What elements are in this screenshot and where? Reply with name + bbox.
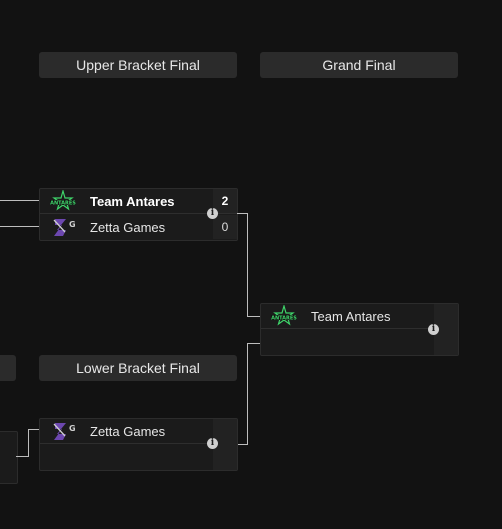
match-team-row[interactable] [40, 445, 237, 469]
round-title: Lower Bracket Final [76, 360, 200, 376]
team-name: Zetta Games [90, 219, 166, 235]
svg-text:ANTARES: ANTARES [50, 200, 76, 206]
team-name: Zetta Games [90, 423, 166, 439]
svg-text:G: G [69, 424, 75, 433]
round-title: Grand Final [322, 57, 396, 73]
zetta-logo-icon: G [48, 419, 78, 443]
round-title: Upper Bracket Final [76, 57, 200, 73]
connector-line [28, 429, 29, 457]
match-grand-final[interactable]: ANTARES Team Antares i [260, 303, 459, 356]
info-icon[interactable]: i [207, 208, 218, 219]
match-lower-final[interactable]: G Zetta Games i [39, 418, 238, 471]
team-name: Team Antares [311, 308, 391, 324]
row-divider [40, 213, 237, 214]
connector-line [247, 343, 248, 445]
connector-line [237, 213, 247, 214]
round-header-lower-final: Lower Bracket Final [39, 355, 237, 381]
connector-line [247, 316, 260, 317]
connector-line [237, 444, 247, 445]
round-header-grand-final: Grand Final [260, 52, 458, 78]
svg-text:G: G [69, 220, 75, 229]
zetta-logo-icon: G [48, 215, 78, 239]
round-header-upper-final: Upper Bracket Final [39, 52, 237, 78]
round-header-partial [0, 355, 16, 381]
info-icon[interactable]: i [428, 324, 439, 335]
connector-line [0, 200, 39, 201]
info-icon[interactable]: i [207, 438, 218, 449]
antares-logo-icon: ANTARES [48, 189, 78, 213]
match-team-row[interactable]: ANTARES Team Antares [261, 304, 458, 328]
connector-line [0, 226, 39, 227]
team-name: Team Antares [90, 193, 175, 209]
match-team-row[interactable]: ANTARES Team Antares 2 [40, 189, 237, 213]
match-team-row[interactable]: G Zetta Games [40, 419, 237, 443]
match-partial[interactable] [0, 431, 18, 484]
connector-line [16, 456, 28, 457]
match-upper-final[interactable]: ANTARES Team Antares 2 G Zetta Games 0 i [39, 188, 238, 241]
connector-line [247, 343, 260, 344]
row-divider [261, 328, 458, 329]
antares-logo-icon: ANTARES [269, 304, 299, 328]
connector-line [28, 429, 39, 430]
match-team-row[interactable]: G Zetta Games 0 [40, 215, 237, 239]
svg-text:ANTARES: ANTARES [271, 315, 297, 321]
connector-line [247, 213, 248, 316]
row-divider [40, 443, 237, 444]
match-team-row[interactable] [261, 330, 458, 354]
team-score: 0 [213, 215, 237, 239]
team-score: 2 [213, 189, 237, 213]
